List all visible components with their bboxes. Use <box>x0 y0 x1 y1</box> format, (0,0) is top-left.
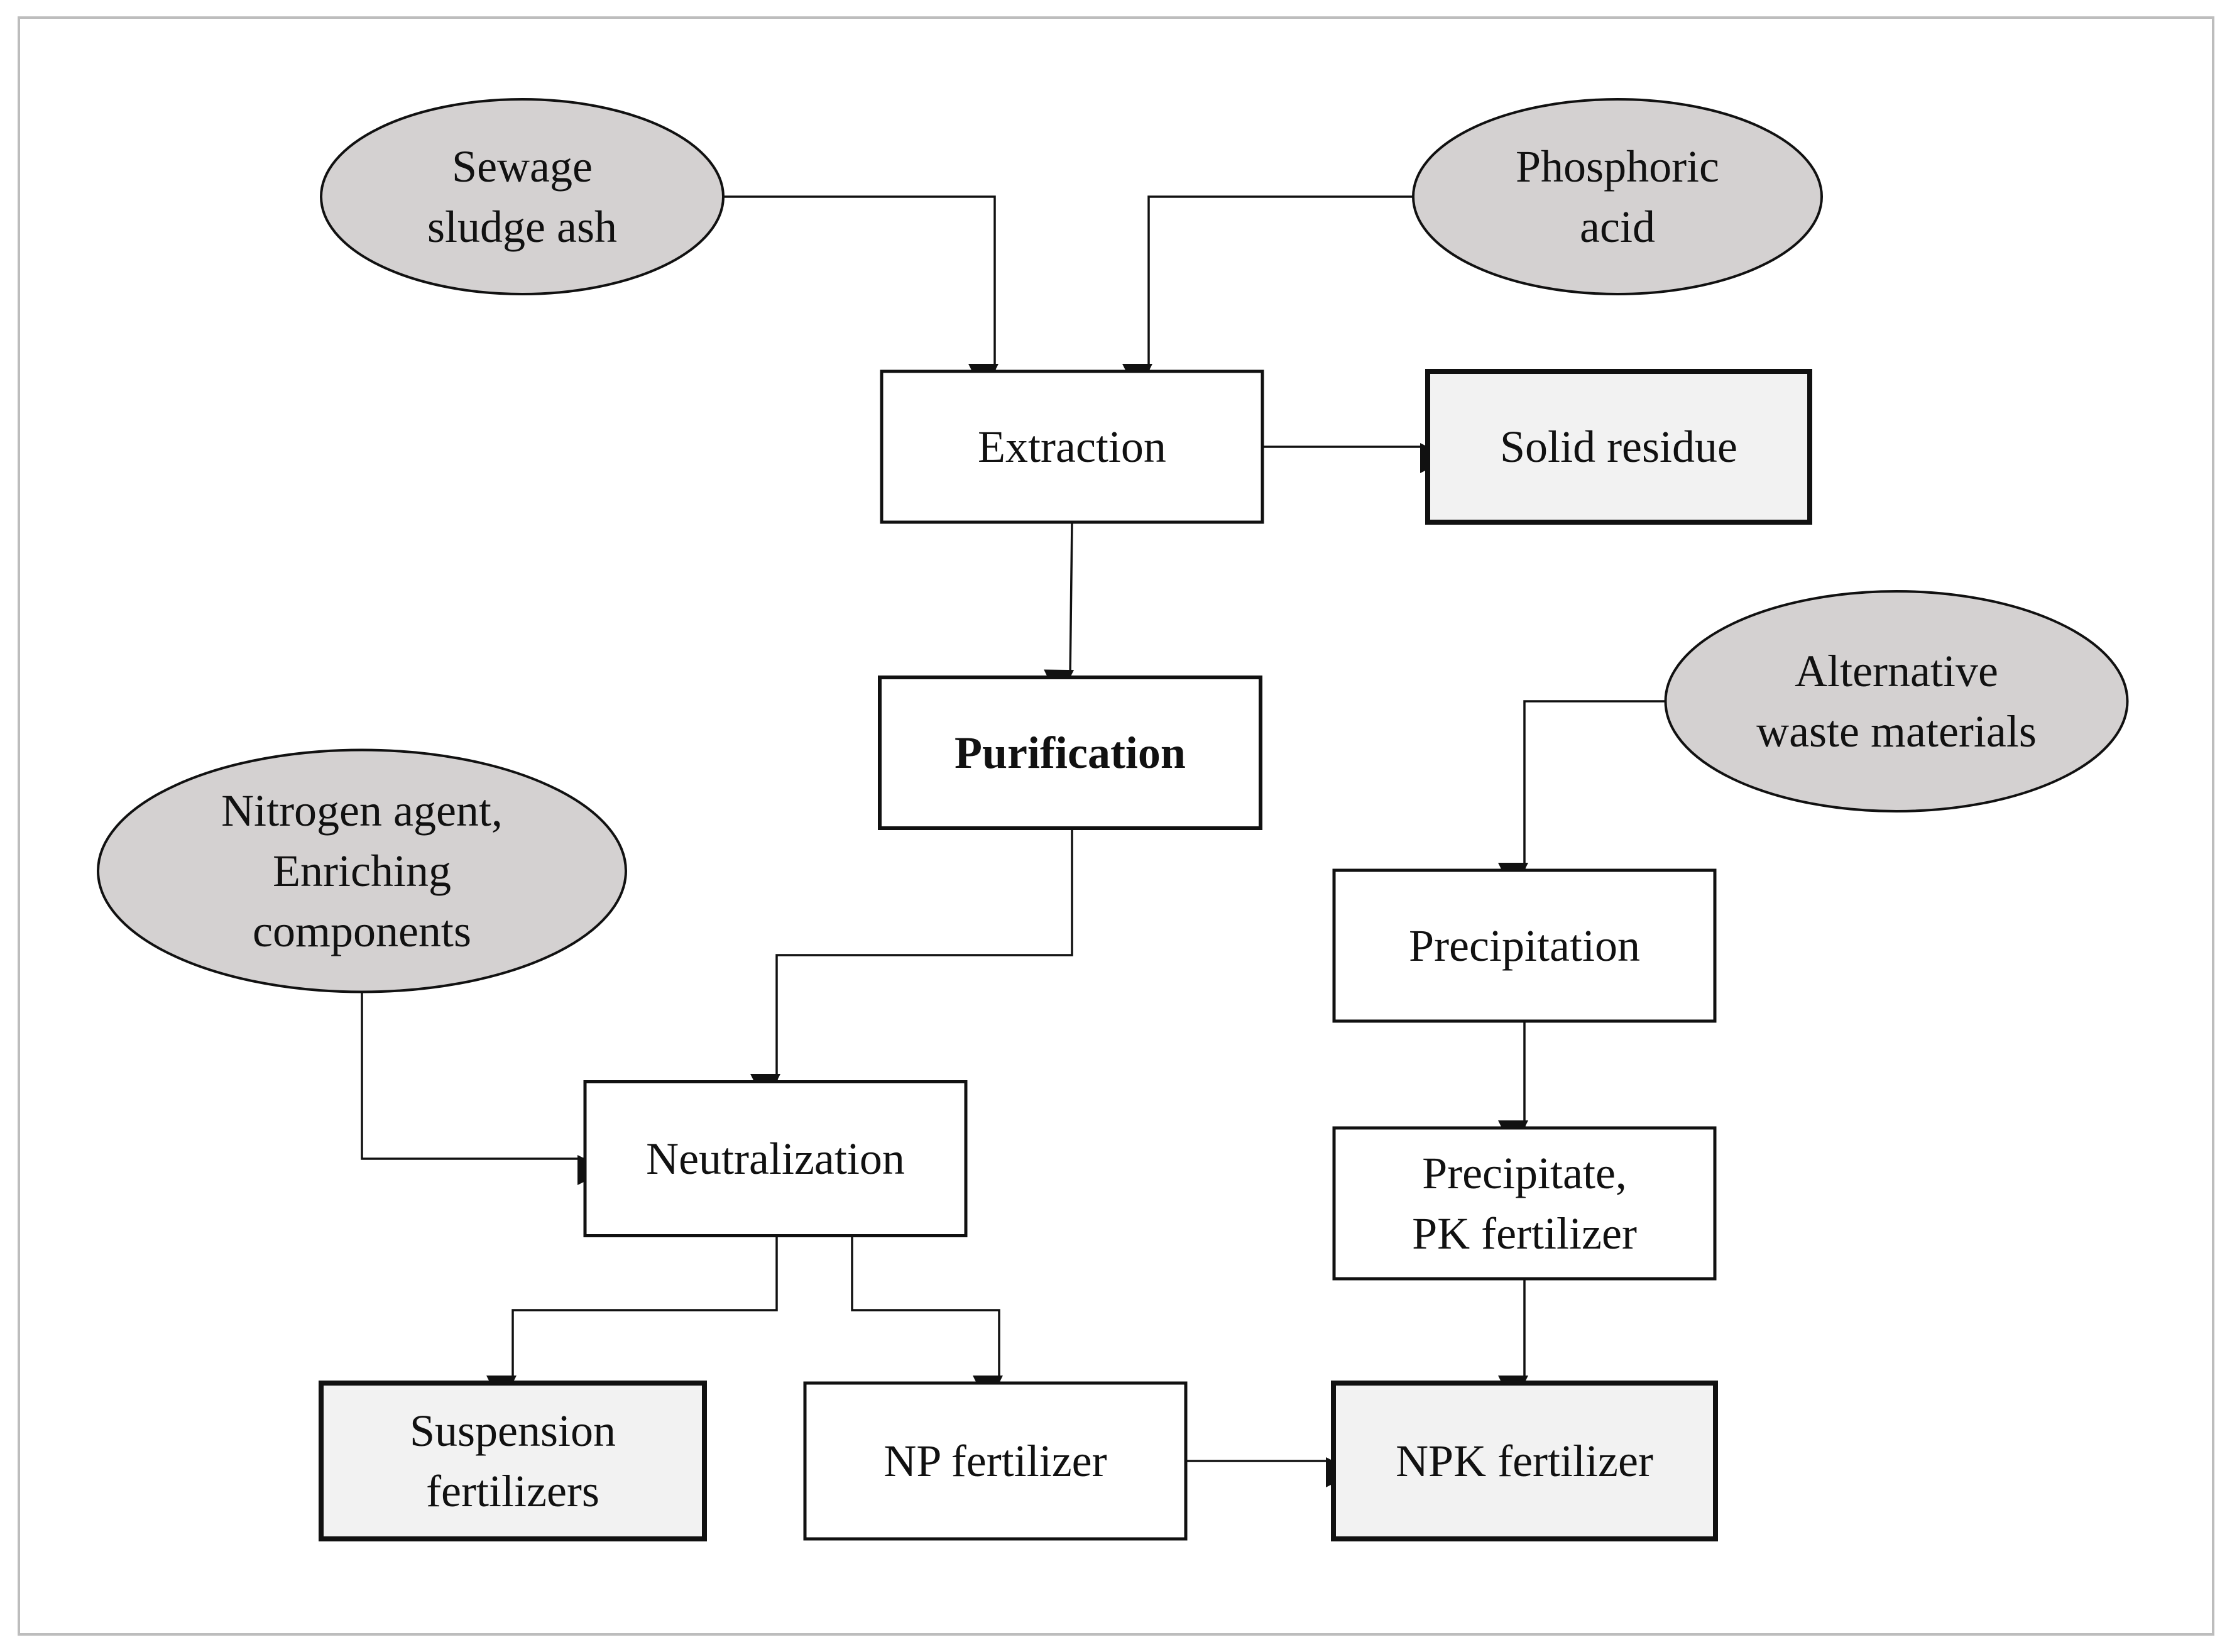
node-precipitate-pk: Precipitate, PK fertilizer <box>1332 1126 1717 1281</box>
node-npk-fertilizer-shape <box>1331 1381 1718 1541</box>
edge-nitrogen-agent-to-neutralization <box>361 992 608 1185</box>
edge-alternative-waste-to-precipitation <box>1498 700 1665 893</box>
node-solid-residue-shape <box>1425 369 1812 525</box>
node-extraction-shape <box>880 369 1264 524</box>
node-purification: Purification <box>878 676 1262 830</box>
node-alternative-waste-label-line-2: waste materials <box>1756 706 2037 757</box>
edge-purification-to-neutralization <box>750 828 1073 1104</box>
node-np-fertilizer-shape <box>803 1381 1188 1541</box>
node-suspension-fertilizers: Suspension fertilizers <box>319 1381 707 1541</box>
node-neutralization-label-line-1: Neutralization <box>646 1134 905 1184</box>
node-nitrogen-agent: Nitrogen agent, Enriching components <box>97 748 627 993</box>
node-nitrogen-agent-label-line-3: components <box>253 906 471 956</box>
node-nitrogen-agent-shape <box>97 748 627 993</box>
node-precipitation-shape <box>1332 868 1717 1023</box>
edge-neutralization-to-suspension-fertilizers <box>486 1236 778 1406</box>
edge-phosphoric-acid-to-extraction <box>1122 195 1414 394</box>
node-npk-fertilizer-label-line-1: NPK fertilizer <box>1396 1436 1653 1486</box>
edge-sewage-sludge-ash-to-extraction <box>718 195 998 394</box>
node-alternative-waste-shape <box>1664 590 2129 812</box>
edge-extraction-to-purification <box>1044 522 1075 700</box>
node-precipitation-label-line-1: Precipitation <box>1409 921 1640 971</box>
node-npk-fertilizer: NPK fertilizer <box>1331 1381 1718 1541</box>
node-suspension-fertilizers-label-line-1: Suspension <box>410 1406 616 1456</box>
node-solid-residue-label-line-1: Solid residue <box>1500 422 1737 472</box>
node-sewage-sludge-ash-label-line-2: sludge ash <box>427 202 617 252</box>
node-neutralization-shape <box>583 1080 968 1237</box>
node-nitrogen-agent-label-line-1: Nitrogen agent, <box>221 785 503 836</box>
node-precipitate-pk-label-line-2: PK fertilizer <box>1412 1208 1637 1259</box>
node-sewage-sludge-ash: Sewage sludge ash <box>320 98 725 295</box>
edge-neutralization-to-np-fertilizer <box>851 1236 1003 1406</box>
node-alternative-waste-label-line-1: Alternative <box>1795 646 1998 696</box>
edges-layer <box>361 195 1665 1487</box>
node-solid-residue: Solid residue <box>1425 369 1812 525</box>
node-neutralization: Neutralization <box>583 1080 968 1237</box>
node-extraction-label-line-1: Extraction <box>978 422 1166 472</box>
node-purification-shape <box>878 676 1262 830</box>
node-purification-label-line-1: Purification <box>955 728 1186 778</box>
node-phosphoric-acid: Phosphoric acid <box>1412 98 1823 295</box>
node-sewage-sludge-ash-shape <box>320 98 725 295</box>
node-phosphoric-acid-label-line-1: Phosphoric <box>1516 141 1719 192</box>
node-precipitate-pk-label-line-1: Precipitate, <box>1422 1148 1627 1198</box>
node-phosphoric-acid-label-line-2: acid <box>1580 202 1655 252</box>
node-sewage-sludge-ash-label-line-1: Sewage <box>452 141 593 192</box>
node-nitrogen-agent-label-line-2: Enriching <box>273 846 451 896</box>
node-np-fertilizer-label-line-1: NP fertilizer <box>884 1436 1107 1486</box>
node-np-fertilizer: NP fertilizer <box>803 1381 1188 1541</box>
node-phosphoric-acid-shape <box>1412 98 1823 295</box>
node-alternative-waste: Alternative waste materials <box>1664 590 2129 812</box>
node-suspension-fertilizers-shape <box>319 1381 707 1541</box>
node-precipitate-pk-shape <box>1332 1126 1717 1281</box>
node-precipitation: Precipitation <box>1332 868 1717 1023</box>
node-suspension-fertilizers-label-line-2: fertilizers <box>426 1466 599 1516</box>
node-extraction: Extraction <box>880 369 1264 524</box>
nodes-layer: Sewage sludge ash Phosphoric acidExtraction… <box>97 98 2129 1541</box>
